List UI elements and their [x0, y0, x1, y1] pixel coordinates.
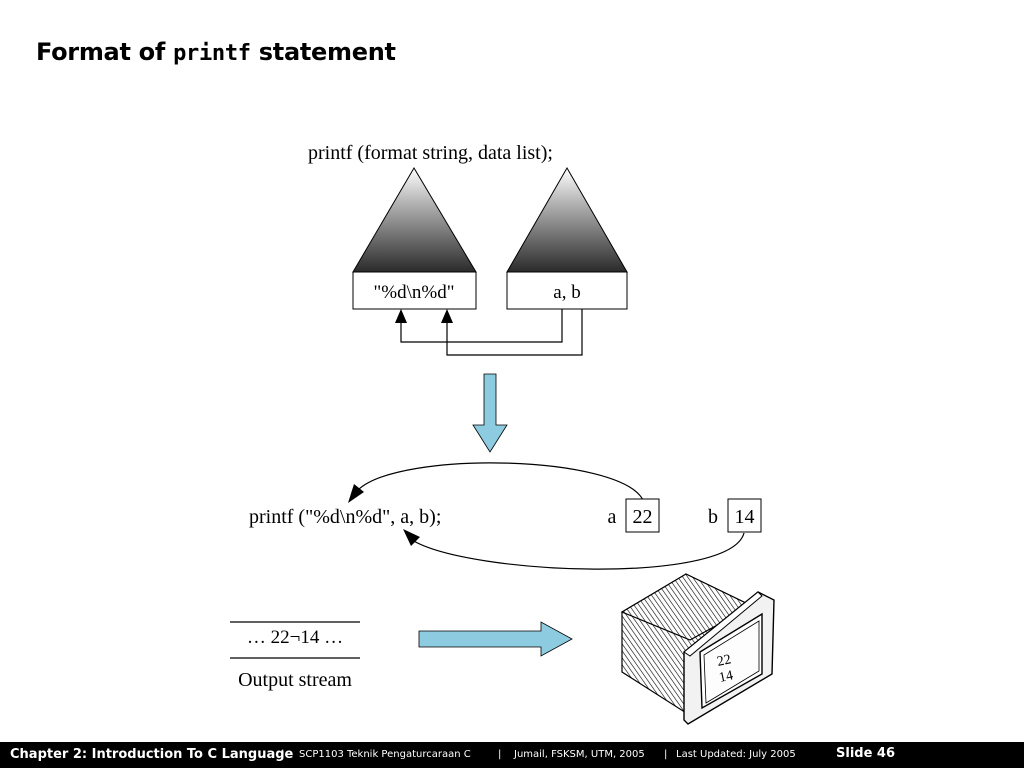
var-a-box — [625, 498, 660, 533]
screen-line2: 14 — [718, 668, 735, 686]
arc-b — [411, 532, 745, 570]
bottom-statement: printf ("%d\n%d", a, b); — [249, 506, 441, 528]
footer-separator: | — [281, 749, 285, 760]
footer-chapter: Chapter 2: Introduction To C Language — [10, 747, 294, 762]
slide-title: Format of printf statement — [36, 38, 396, 66]
footer-slide-number: Slide 46 — [836, 746, 896, 761]
right-arrow — [418, 621, 573, 657]
connector-b — [446, 309, 583, 356]
title-suffix: statement — [250, 38, 396, 66]
footer-bar: Chapter 2: Introduction To C Language | … — [0, 742, 1024, 768]
format-triangle — [352, 167, 477, 273]
var-b-value: 14 — [735, 506, 755, 528]
footer-author: Jumail, FSKSM, UTM, 2005 — [514, 749, 645, 760]
footer-separator: | — [498, 749, 502, 760]
data-box-text: a, b — [553, 282, 580, 303]
down-arrow — [472, 373, 508, 453]
var-b-box — [727, 498, 762, 533]
connector-a — [400, 309, 563, 343]
var-b-name: b — [708, 506, 718, 528]
arc-a — [357, 462, 644, 501]
top-statement: printf (format string, data list); — [308, 142, 553, 164]
title-code: printf — [173, 41, 251, 66]
var-a-value: 22 — [633, 506, 653, 528]
title-prefix: Format of — [36, 38, 174, 66]
connector-a-head — [395, 309, 407, 323]
footer-updated: Last Updated: July 2005 — [676, 749, 796, 760]
format-box — [352, 271, 477, 310]
footer-course: SCP1103 Teknik Pengaturcaraan C — [299, 749, 471, 760]
screen-line1: 22 — [716, 652, 733, 670]
arc-a-head — [348, 484, 364, 503]
output-stream-content: … 22¬14 … — [247, 627, 343, 648]
output-stream-label: Output stream — [238, 669, 352, 691]
data-box — [506, 271, 628, 310]
footer-separator: | — [664, 749, 668, 760]
printf-diagram: printf (format string, data list); "%d\n… — [230, 142, 775, 725]
monitor-icon — [620, 573, 775, 725]
data-triangle — [506, 166, 628, 273]
format-box-text: "%d\n%d" — [374, 282, 455, 303]
connector-b-head — [441, 309, 453, 323]
arc-b-head — [403, 529, 420, 546]
var-a-name: a — [608, 506, 617, 528]
